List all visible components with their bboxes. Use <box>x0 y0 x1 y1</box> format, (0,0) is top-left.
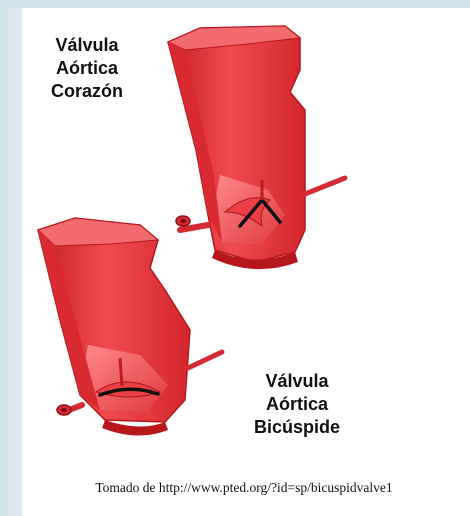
aortic-tube-normal-icon <box>168 26 345 269</box>
label-normal-valve: Válvula Aórtica Corazón <box>32 34 142 103</box>
label-bicuspid-valve: Válvula Aórtica Bicúspide <box>238 370 356 439</box>
aortic-tube-bicuspid-icon <box>38 218 222 436</box>
label-line: Aórtica <box>32 57 142 80</box>
label-line: Aórtica <box>238 393 356 416</box>
label-line: Corazón <box>32 80 142 103</box>
label-line: Válvula <box>238 370 356 393</box>
label-line: Válvula <box>32 34 142 57</box>
label-line: Bicúspide <box>238 416 356 439</box>
source-citation: Tomado de http://www.pted.org/?id=sp/bic… <box>0 480 470 496</box>
